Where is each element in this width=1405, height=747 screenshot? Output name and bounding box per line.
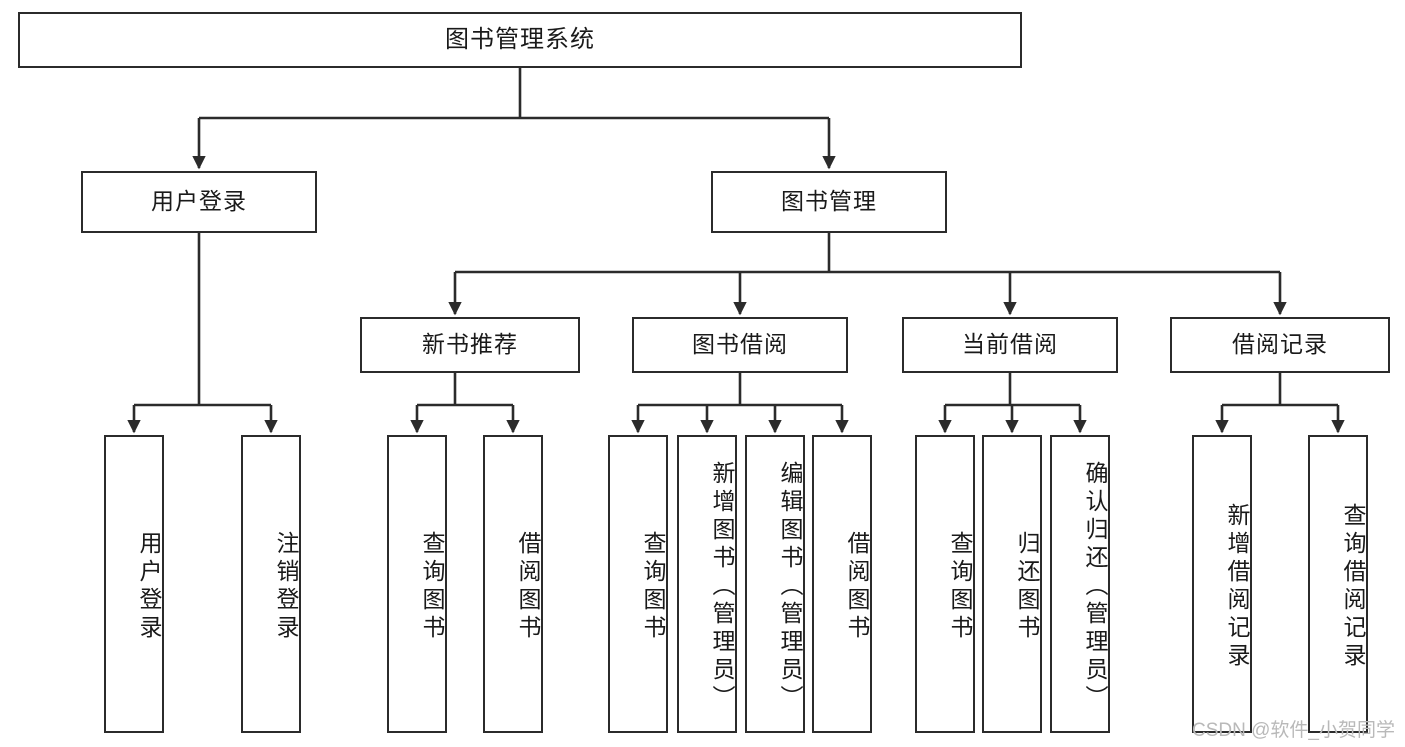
leaf-label: 确认归还（管理员） (1082, 461, 1108, 713)
node-leaf-confirm-return-admin[interactable]: 确认归还（管理员） (1050, 435, 1110, 733)
node-leaf-add-book-admin[interactable]: 新增图书（管理员） (677, 435, 737, 733)
node-leaf-edit-book-admin[interactable]: 编辑图书（管理员） (745, 435, 805, 733)
leaf-label: 用户登录 (136, 531, 162, 643)
node-new-book-recommend[interactable]: 新书推荐 (360, 317, 580, 373)
leaf-label: 查询图书 (419, 531, 445, 643)
node-leaf-query-borrow-record[interactable]: 查询借阅记录 (1308, 435, 1368, 733)
leaf-label: 归还图书 (1014, 531, 1040, 643)
leaf-label: 新增借阅记录 (1224, 503, 1250, 671)
node-leaf-borrow-book-2[interactable]: 借阅图书 (812, 435, 872, 733)
node-borrow-records[interactable]: 借阅记录 (1170, 317, 1390, 373)
node-book-management[interactable]: 图书管理 (711, 171, 947, 233)
node-book-borrow[interactable]: 图书借阅 (632, 317, 848, 373)
csdn-watermark: CSDN @软件_小贺同学 (1192, 720, 1395, 741)
leaf-label: 查询借阅记录 (1340, 503, 1366, 671)
leaf-label: 借阅图书 (515, 531, 541, 643)
leaf-label: 注销登录 (273, 531, 299, 643)
node-leaf-add-borrow-record[interactable]: 新增借阅记录 (1192, 435, 1252, 733)
leaf-label: 查询图书 (640, 531, 666, 643)
leaf-label: 借阅图书 (844, 531, 870, 643)
leaf-label: 查询图书 (947, 531, 973, 643)
node-current-borrow[interactable]: 当前借阅 (902, 317, 1118, 373)
node-leaf-logout[interactable]: 注销登录 (241, 435, 301, 733)
leaf-label: 编辑图书（管理员） (777, 461, 803, 713)
node-leaf-query-book-2[interactable]: 查询图书 (608, 435, 668, 733)
node-leaf-query-book-1[interactable]: 查询图书 (387, 435, 447, 733)
node-leaf-user-login[interactable]: 用户登录 (104, 435, 164, 733)
node-leaf-borrow-book-1[interactable]: 借阅图书 (483, 435, 543, 733)
node-leaf-return-book[interactable]: 归还图书 (982, 435, 1042, 733)
leaf-label: 新增图书（管理员） (709, 461, 735, 713)
node-user-login[interactable]: 用户登录 (81, 171, 317, 233)
node-leaf-query-book-3[interactable]: 查询图书 (915, 435, 975, 733)
node-root-book-management-system[interactable]: 图书管理系统 (18, 12, 1022, 68)
